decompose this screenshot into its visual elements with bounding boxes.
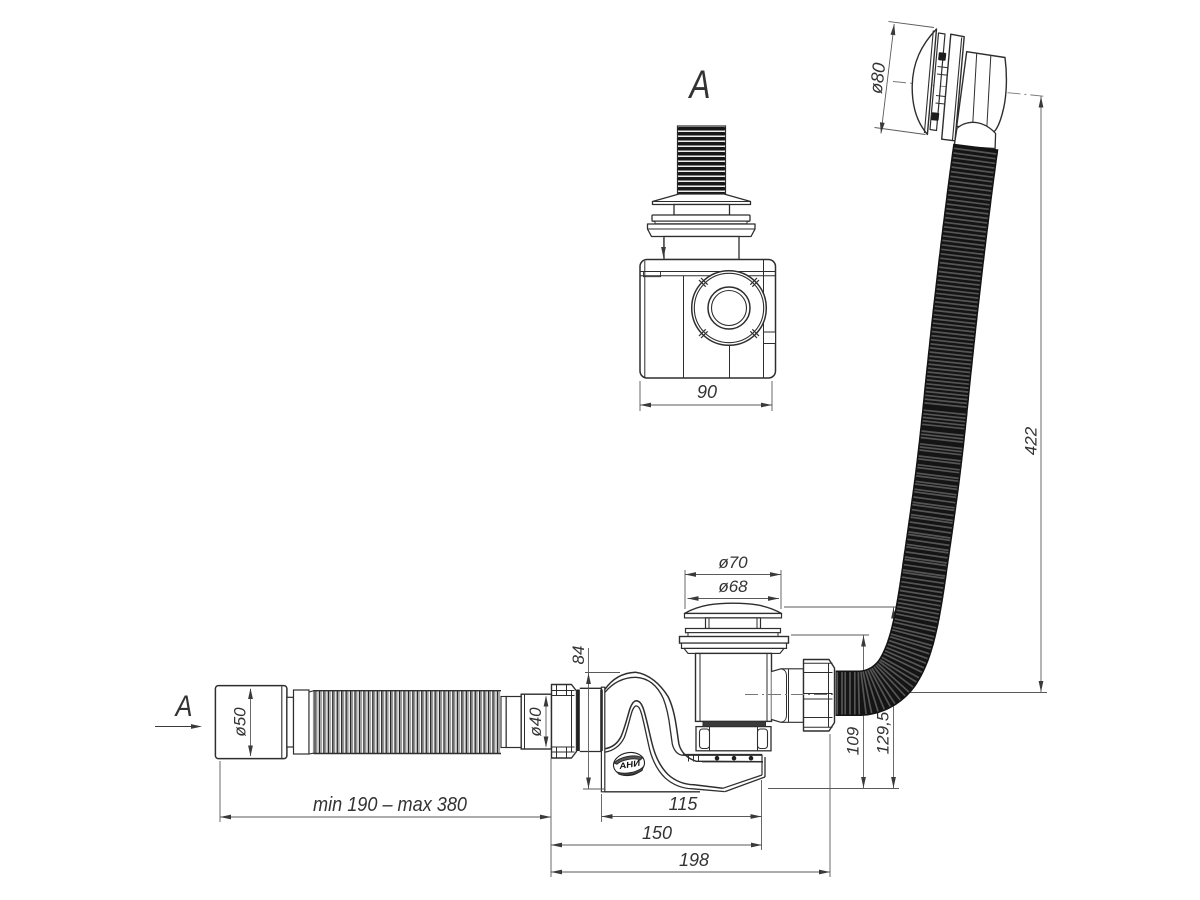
svg-text:422: 422 <box>1022 426 1041 455</box>
svg-text:129,5: 129,5 <box>874 711 893 754</box>
svg-text:A: A <box>688 63 711 107</box>
svg-text:A: A <box>174 690 193 723</box>
svg-text:ø80: ø80 <box>866 62 890 95</box>
svg-text:ø40: ø40 <box>526 707 545 737</box>
svg-text:150: 150 <box>642 823 672 843</box>
svg-text:ø50: ø50 <box>231 707 250 737</box>
svg-text:115: 115 <box>669 794 699 814</box>
svg-text:198: 198 <box>679 850 709 870</box>
svg-text:ø68: ø68 <box>718 577 748 596</box>
svg-text:84: 84 <box>569 646 588 665</box>
svg-text:ø70: ø70 <box>718 553 748 572</box>
svg-text:АНИ: АНИ <box>617 757 642 771</box>
svg-text:min 190 – max 380: min 190 – max 380 <box>313 794 467 816</box>
svg-text:90: 90 <box>697 382 717 402</box>
svg-text:109: 109 <box>844 726 863 755</box>
